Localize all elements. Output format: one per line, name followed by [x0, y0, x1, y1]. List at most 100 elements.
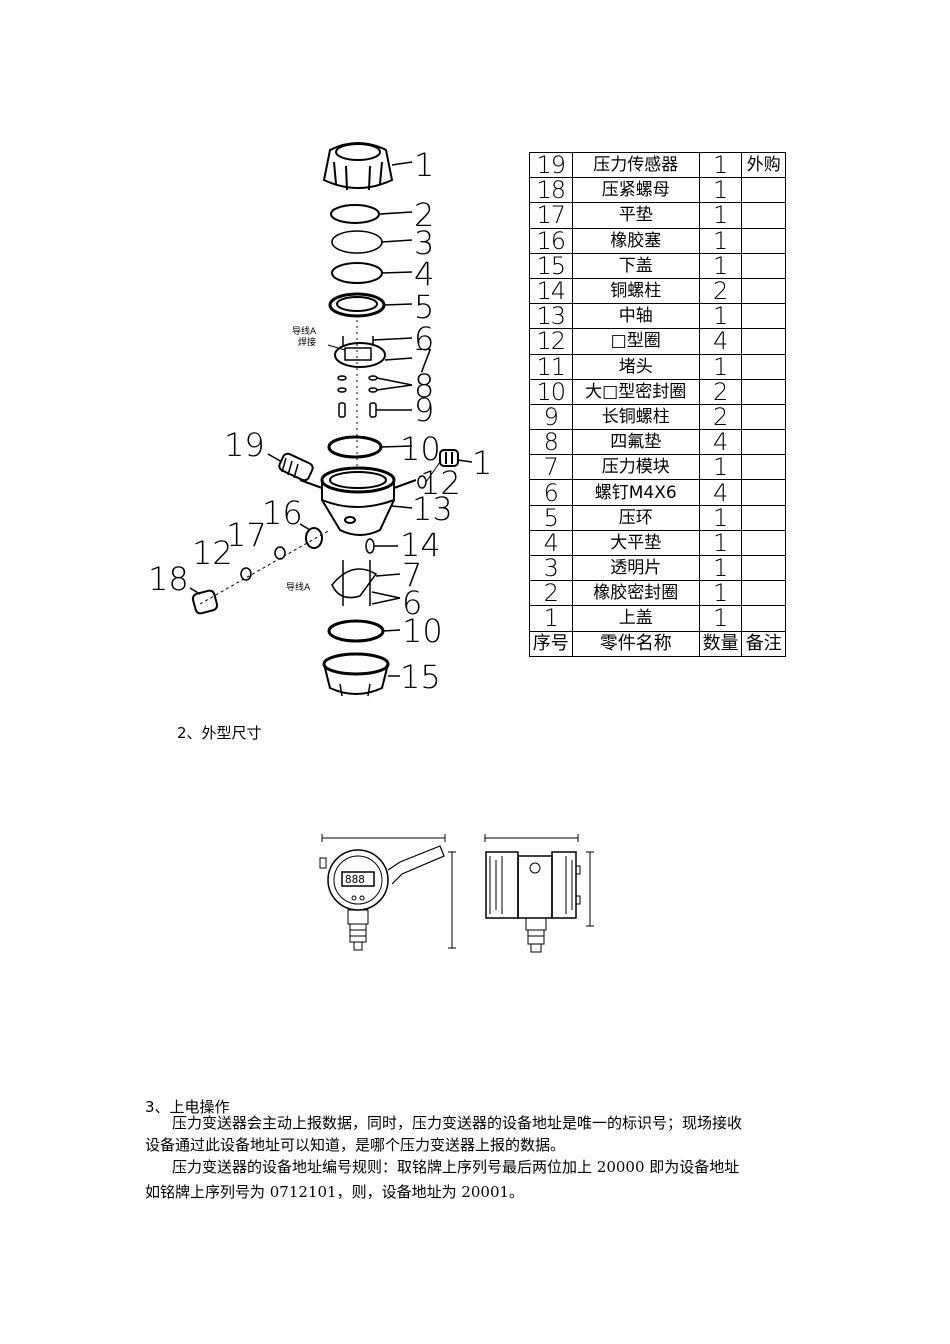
part-name-cell: 长铜螺柱: [571, 403, 700, 431]
part-name-cell: 上盖: [571, 605, 700, 632]
header-note: 备注: [741, 630, 786, 657]
part-name-cell: 螺钉M4X6: [571, 479, 700, 506]
part-ptfe-pads: [337, 375, 413, 393]
part-quantity-cell: 2: [698, 277, 743, 305]
part-number-cell: 6: [529, 479, 573, 506]
part-name-cell: 四氟垫: [571, 429, 700, 456]
part-quantity-cell: 2: [698, 378, 743, 405]
part-pressure-sensor: [267, 452, 314, 482]
section3-paragraph-2-line-1: 压力变送器的设备地址编号规则：取铭牌上序列号最后两位加上 20000 即为设备地…: [172, 1158, 740, 1176]
part-quantity-cell: 1: [698, 454, 743, 481]
part-name-cell: 平垫: [571, 202, 700, 229]
part-number-cell: 3: [529, 554, 573, 582]
part-rubber-plug: [299, 523, 323, 549]
part-number-cell: 11: [529, 353, 573, 380]
part-note-cell: [741, 454, 786, 481]
side-view-drawing: [484, 834, 594, 953]
part-note-cell: [741, 403, 786, 431]
part-name-cell: 大□型密封圈: [571, 378, 700, 405]
part-note-cell: [741, 303, 786, 330]
part-pressure-module: [327, 336, 413, 368]
part-name-cell: 压力传感器: [571, 151, 700, 179]
label-6: 6: [414, 320, 434, 358]
part-name-cell: 透明片: [571, 554, 700, 582]
part-name-cell: 铜螺柱: [571, 277, 700, 305]
label-18: 18: [148, 560, 189, 598]
part-name-cell: 压环: [571, 504, 700, 531]
part-bottom-cover: [322, 652, 400, 697]
part-module-lower: [331, 568, 378, 599]
part-number-cell: 17: [529, 202, 573, 229]
section3-heading: 3、上电操作: [145, 1098, 230, 1116]
part-note-cell: [741, 328, 786, 355]
part-name-cell: □型圈: [571, 328, 700, 355]
part-long-studs: [338, 402, 412, 418]
part-number-cell: 15: [529, 252, 573, 279]
part-name-cell: 堵头: [571, 353, 700, 380]
part-oring-left: [240, 567, 252, 581]
annotation-lead-a: 导线A: [286, 581, 311, 593]
part-note-cell: [741, 504, 786, 531]
part-number-cell: 19: [529, 151, 573, 179]
part-quantity-cell: 1: [698, 303, 743, 330]
part-name-cell: 橡胶密封圈: [571, 580, 700, 607]
part-quantity-cell: 1: [698, 151, 743, 179]
part-quantity-cell: 1: [698, 554, 743, 582]
table-header-row: 序号零件名称数量备注: [529, 630, 786, 657]
front-view-drawing: 888: [319, 834, 456, 951]
part-number-cell: 5: [529, 504, 573, 531]
part-screws-lower: [342, 560, 401, 606]
part-note-cell: [741, 177, 786, 204]
label-1: 1: [414, 146, 434, 184]
part-number-cell: 18: [529, 177, 573, 204]
part-large-washer: [331, 262, 383, 284]
header-name: 零件名称: [571, 630, 700, 657]
label-10-lower: 10: [402, 612, 443, 650]
part-quantity-cell: 1: [698, 353, 743, 380]
label-6-lower: 6: [402, 584, 422, 622]
part-note-cell: [741, 554, 786, 582]
annotation-lead-a-weld: 导线A: [292, 325, 317, 337]
part-flat-washer: [274, 546, 286, 560]
part-housing: [299, 466, 417, 536]
part-press-ring: [328, 292, 413, 318]
section2-heading: 2、外型尺寸: [177, 724, 262, 742]
part-large-oring-top: [327, 435, 383, 459]
part-number-cell: 7: [529, 454, 573, 481]
part-copper-stud: [365, 538, 375, 554]
label-12: 12: [420, 464, 461, 502]
part-note-cell: [741, 277, 786, 305]
label-11: 11: [472, 444, 490, 482]
label-9: 9: [414, 391, 434, 429]
part-note-cell: [741, 529, 786, 557]
header-number: 序号: [529, 630, 573, 657]
part-number-cell: 10: [529, 378, 573, 405]
part-name-cell: 压紧螺母: [571, 177, 700, 204]
dimension-drawings: 888: [319, 834, 594, 953]
part-name-cell: 压力模块: [571, 454, 700, 481]
part-rubber-seal: [330, 204, 380, 224]
part-note-cell: [741, 227, 786, 254]
exploded-assembly-diagram: 1 2 3 4 5 6 7 8 9 10 11 12 13 14 15 16 1…: [148, 142, 490, 697]
label-4: 4: [414, 255, 434, 293]
annotation-weld: 焊接: [298, 336, 316, 348]
part-number-cell: 12: [529, 328, 573, 355]
label-17: 17: [226, 516, 267, 554]
part-quantity-cell: 1: [698, 252, 743, 279]
part-number-cell: 1: [529, 605, 573, 632]
section3-paragraph-1-line-2: 设备通过此设备地址可以知道，是哪个压力变送器上报的数据。: [145, 1136, 566, 1154]
part-note-cell: [741, 605, 786, 632]
svg-text:888: 888: [345, 873, 365, 886]
